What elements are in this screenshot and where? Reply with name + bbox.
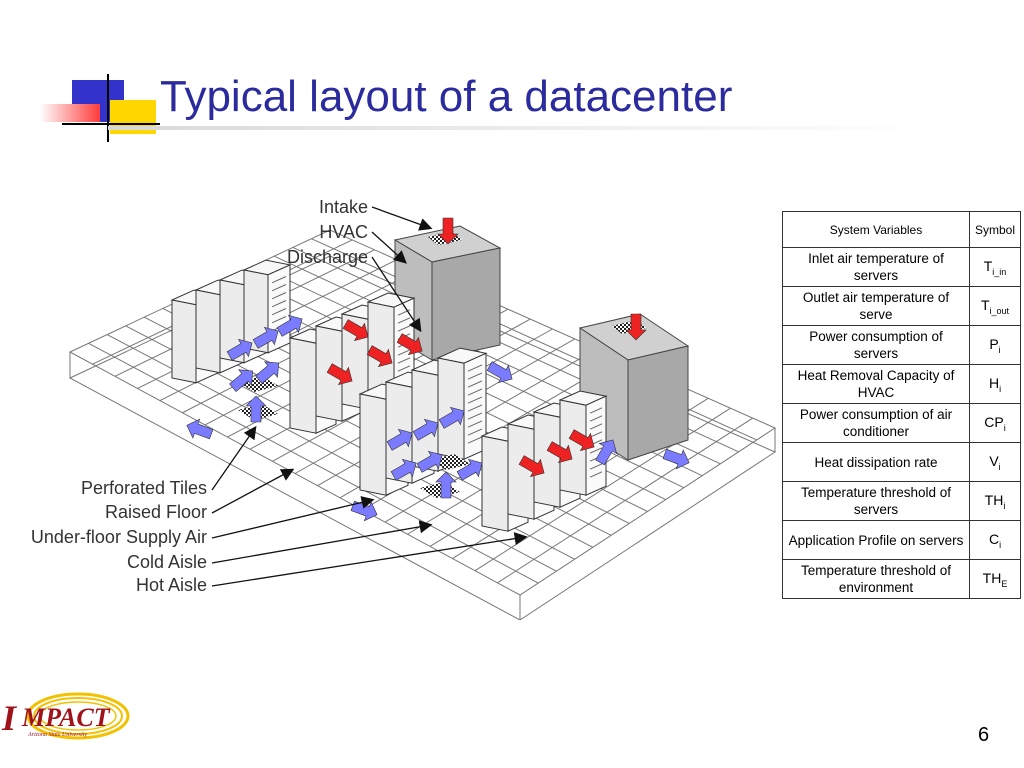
label-intake: Intake (319, 197, 368, 217)
logo-subtext: Arizona State University (27, 732, 87, 738)
symbol-cell: Ti_in (969, 247, 1021, 287)
symbol-cell: Pi (969, 325, 1021, 365)
cool-air-arrow (229, 369, 254, 392)
cool-air-arrow (252, 326, 279, 349)
symbol-cell: CPi (969, 403, 1021, 443)
hot-air-arrow (326, 363, 353, 386)
cool-air-arrow (595, 439, 618, 466)
cool-air-arrow (438, 406, 465, 429)
variable-cell: Heat Removal Capacity of HVAC (782, 364, 970, 404)
variable-cell: Heat dissipation rate (782, 442, 970, 482)
impact-logo: I MPACT Arizona State University (1, 692, 130, 740)
symbol-cell: Vi (969, 442, 1021, 482)
cool-air-arrow (255, 361, 280, 384)
variable-cell: Outlet air temperature of serve (782, 286, 970, 326)
variable-cell: Application Profile on servers (782, 520, 970, 560)
label-perforated-tiles: Perforated Tiles (81, 478, 207, 498)
header-system-variables: System Variables (782, 211, 970, 248)
hot-air-arrow (625, 313, 647, 341)
cool-air-arrow (662, 448, 690, 470)
cool-air-arrow (416, 450, 443, 473)
label-discharge: Discharge (287, 247, 368, 267)
variable-cell: Power consumption of air conditioner (782, 403, 970, 443)
page-number: 6 (978, 724, 990, 746)
cool-air-arrow (226, 338, 253, 361)
hot-air-arrow (437, 217, 459, 245)
symbol-cell: Ci (969, 520, 1021, 560)
variable-cell: Temperature threshold of environment (782, 559, 970, 599)
header-symbol: Symbol (969, 211, 1021, 248)
hot-air-arrow (568, 429, 595, 452)
cool-air-arrow (245, 395, 267, 423)
hot-air-arrow (366, 345, 393, 368)
label-raised-floor: Raised Floor (105, 502, 207, 522)
logo-text: MPACT (21, 703, 111, 732)
cool-air-arrow (435, 471, 457, 499)
hot-air-arrow (518, 455, 545, 478)
table-header-row: System Variables Symbol (782, 211, 1021, 248)
title-decoration (40, 74, 928, 142)
datacenter-diagram: Intake HVAC Discharge Perforated Tiles R… (31, 197, 777, 620)
cool-air-arrow (412, 418, 439, 441)
title-rule (108, 126, 928, 130)
variable-cell: Power consumption of servers (782, 325, 970, 365)
label-hvac: HVAC (319, 222, 368, 242)
label-hot-aisle: Hot Aisle (136, 575, 207, 595)
deco-red-bar (40, 104, 100, 122)
hot-air-arrow (546, 441, 573, 464)
cool-air-arrow (456, 458, 483, 481)
server-rack-row3-3 (436, 347, 488, 460)
cool-air-arrow (390, 458, 417, 481)
variable-cell: Inlet air temperature of servers (782, 247, 970, 287)
symbol-cell: Ti_out (969, 286, 1021, 326)
svg-text:I: I (1, 698, 18, 738)
variable-cell: Temperature threshold of servers (782, 481, 970, 521)
label-underfloor-supply-air: Under-floor Supply Air (31, 527, 207, 547)
cool-air-arrow (386, 428, 413, 451)
label-cold-aisle: Cold Aisle (127, 552, 207, 572)
cool-air-arrow (276, 314, 303, 337)
slide-title: Typical layout of a datacenter (160, 72, 733, 121)
cool-air-arrow (186, 418, 214, 440)
symbol-cell: THi (969, 481, 1021, 521)
server-rack-row4-3 (558, 390, 608, 496)
symbol-cell: Hi (969, 364, 1021, 404)
cool-air-arrow (486, 361, 513, 384)
hvac-unit-1 (393, 225, 502, 361)
hot-air-arrow (342, 319, 369, 342)
hot-air-arrow (396, 333, 423, 356)
system-variables-table: System Variables Symbol Inlet air temper… (782, 211, 1021, 599)
label-pointers (211, 206, 528, 587)
symbol-cell: THE (969, 559, 1021, 599)
